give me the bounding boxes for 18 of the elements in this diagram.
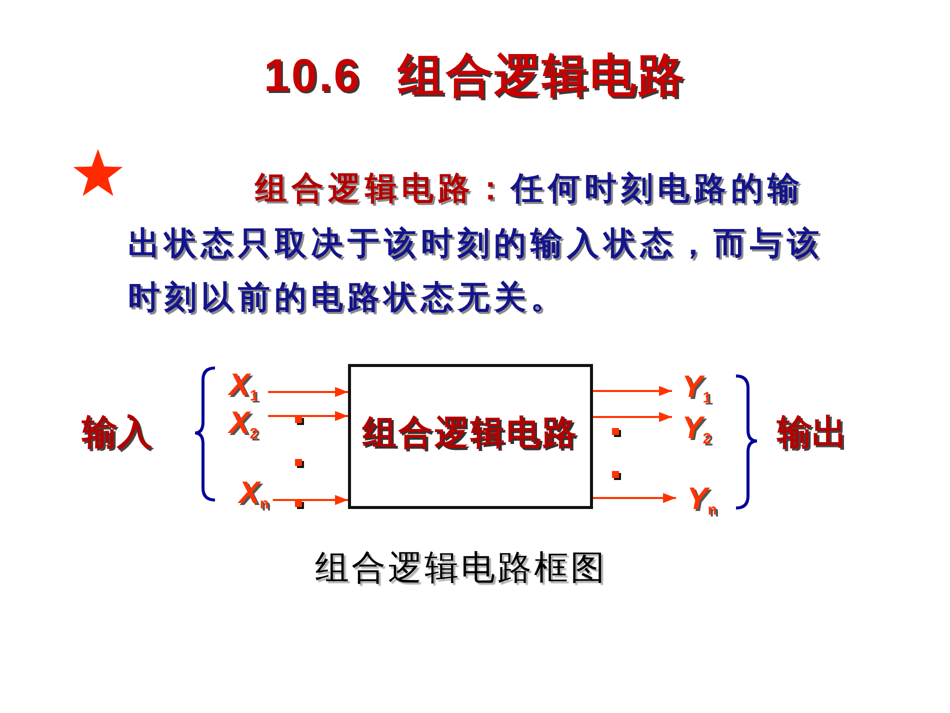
process-box: 组合逻辑电路 [348, 364, 593, 509]
slide-title: 10.6 组合逻辑电路 [264, 50, 686, 101]
input-signal-label: X$_{n}$ [239, 476, 273, 513]
output-signal-label: Y$_{2}$ [672, 411, 712, 448]
arrow [593, 412, 672, 422]
arrow [593, 493, 676, 503]
output-signal-label: Y$_{n}$ [676, 482, 717, 519]
arrow [268, 387, 348, 397]
output-signal-label: Y$_{1}$ [672, 370, 712, 407]
input-signal-label: X$_{2}$ [229, 406, 268, 443]
group-label: 输入 [82, 414, 152, 452]
group-label: 输出 [777, 414, 847, 452]
input-signal-label: X$_{1}$ [229, 368, 268, 405]
arrow [268, 411, 348, 421]
arrow [272, 495, 348, 505]
definition-text: 组合逻辑电路：任何时刻电路的输出状态只取决于该时刻的输入状态，而与该时刻以前的电路状态无关。 [128, 169, 824, 317]
figure-caption: 组合逻辑电路框图 [315, 548, 607, 589]
arrow [593, 386, 672, 396]
